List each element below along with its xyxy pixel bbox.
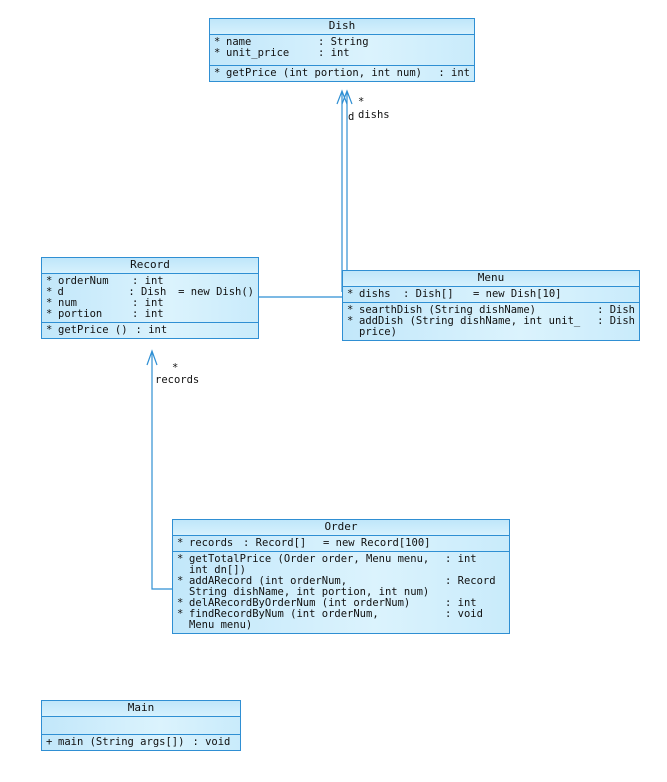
- class-order[interactable]: Order * records : Record[] = new Record[…: [172, 519, 510, 634]
- class-record[interactable]: Record * orderNum : int * d : Dish = new…: [41, 257, 259, 339]
- class-menu-attributes: * dishs : Dish[] = new Dish[10]: [343, 287, 639, 303]
- class-order-operations: * getTotalPrice (Order order, Menu menu,…: [173, 552, 509, 633]
- class-order-attributes: * records : Record[] = new Record[100]: [173, 536, 509, 552]
- menu-dish-role: dishs: [358, 109, 390, 121]
- class-menu-title: Menu: [343, 271, 639, 287]
- class-record-operations: * getPrice () : int: [42, 323, 258, 338]
- class-record-title: Record: [42, 258, 258, 274]
- attribute-row: * portion : int: [46, 308, 164, 320]
- operation-row: * delARecordByOrderNum (int orderNum) : …: [177, 597, 477, 609]
- operation-row: * findRecordByNum (int orderNum, : void: [177, 608, 483, 620]
- operation-row: * getPrice (int portion, int num) : int: [214, 67, 470, 79]
- attribute-row: * d : Dish = new Dish(): [46, 286, 254, 298]
- class-main-operations: + main (String args[]) : void: [42, 735, 240, 750]
- operation-continuation: Menu menu): [189, 619, 253, 631]
- operation-row: * getTotalPrice (Order order, Menu menu,…: [177, 553, 477, 565]
- class-main-title: Main: [42, 701, 240, 717]
- attribute-row: * records : Record[] = new Record[100]: [177, 537, 431, 549]
- attribute-row: * num : int: [46, 297, 164, 309]
- menu-dish-role-prefix: d: [348, 111, 355, 123]
- operation-row: + main (String args[]) : void: [46, 736, 231, 748]
- class-record-attributes: * orderNum : int * d : Dish = new Dish()…: [42, 274, 258, 323]
- operation-row: * addDish (String dishName, int unit_ : …: [347, 315, 635, 327]
- class-main[interactable]: Main + main (String args[]) : void: [41, 700, 241, 751]
- menu-dish-multiplicity: *: [358, 96, 365, 108]
- operation-row: * addARecord (int orderNum, : Record: [177, 575, 496, 587]
- operation-continuation: int dn[]): [189, 564, 246, 576]
- class-order-title: Order: [173, 520, 509, 536]
- operation-row: * getPrice () : int: [46, 324, 168, 336]
- class-dish[interactable]: Dish * name : String * unit_price : int …: [209, 18, 475, 82]
- order-record-role: records: [155, 374, 200, 386]
- attribute-row: * dishs : Dish[] = new Dish[10]: [347, 288, 562, 300]
- order-record-multiplicity: *: [172, 362, 179, 374]
- class-menu-operations: * searthDish (String dishName) : Dish * …: [343, 303, 639, 340]
- menu-dish-association[interactable]: [336, 89, 353, 292]
- class-menu[interactable]: Menu * dishs : Dish[] = new Dish[10] * s…: [342, 270, 640, 341]
- attribute-row: * name : String: [214, 36, 369, 48]
- attribute-row: * orderNum : int: [46, 275, 164, 287]
- order-record-association[interactable]: [146, 349, 172, 590]
- attribute-row: * unit_price : int: [214, 47, 350, 59]
- class-dish-attributes: * name : String * unit_price : int: [210, 35, 474, 66]
- operation-row: * searthDish (String dishName) : Dish: [347, 304, 635, 316]
- class-dish-title: Dish: [210, 19, 474, 35]
- class-dish-operations: * getPrice (int portion, int num) : int: [210, 66, 474, 81]
- operation-continuation: String dishName, int portion, int num): [189, 586, 430, 598]
- operation-continuation: price): [359, 326, 397, 338]
- class-main-attributes: [42, 717, 240, 735]
